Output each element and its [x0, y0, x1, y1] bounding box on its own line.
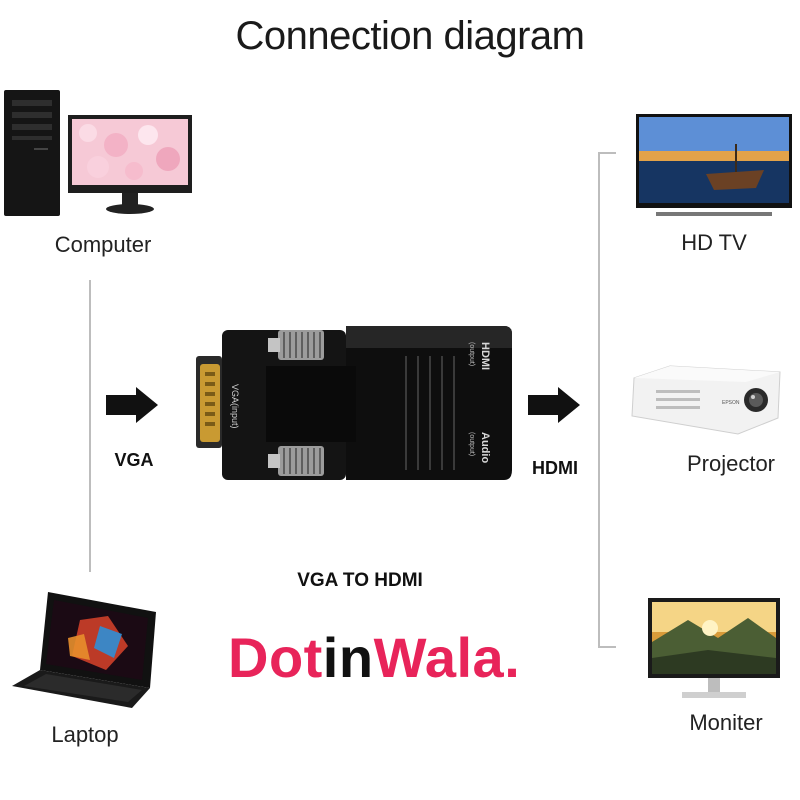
output-bracket-vertical: [598, 152, 600, 648]
computer-label: Computer: [54, 232, 152, 257]
diagram-title: Connection diagram: [235, 14, 586, 58]
thumb-screw-top: [268, 330, 324, 360]
laptop-icon: [12, 592, 156, 708]
hdtv-label: HD TV: [681, 230, 747, 255]
output-bracket-top: [598, 152, 616, 154]
brand-watermark-part1: Dot: [228, 626, 323, 689]
brand-watermark-part2: in: [322, 626, 374, 689]
adapter-icon: VGA(input) HDMI (output) Audio (output): [196, 326, 512, 480]
adapter-port-audio-sub-text: (output): [468, 432, 475, 456]
projector-brand-text: EPSON: [722, 400, 740, 406]
left-connector-line: [89, 280, 91, 572]
computer-tower-icon: [4, 90, 60, 216]
computer-monitor-icon: [68, 115, 192, 214]
laptop-label: Laptop: [51, 722, 119, 747]
thumb-screw-bottom: [268, 446, 324, 476]
adapter-port-hdmi-sub-text: (output): [468, 342, 475, 366]
hdmi-output-arrow-icon: [528, 387, 580, 423]
projector-label: Projector: [686, 451, 776, 476]
adapter-port-audio-text: Audio: [479, 432, 491, 463]
vga-input-label: VGA: [114, 450, 154, 470]
adapter-side-text: VGA(input): [230, 384, 240, 429]
output-bracket-bottom: [598, 646, 616, 648]
hdmi-output-label: HDMI: [532, 458, 578, 478]
adapter-caption: VGA TO HDMI: [297, 570, 423, 591]
monitor-icon: [648, 598, 780, 698]
vga-input-arrow-icon: [106, 387, 158, 423]
hdtv-icon: [636, 114, 792, 216]
projector-icon: EPSON: [631, 365, 781, 435]
monitor-label: Moniter: [689, 710, 763, 735]
adapter-port-hdmi-text: HDMI: [479, 342, 491, 370]
brand-watermark-part3: Wala.: [373, 626, 521, 689]
brand-watermark: DotinWala.: [228, 625, 520, 690]
